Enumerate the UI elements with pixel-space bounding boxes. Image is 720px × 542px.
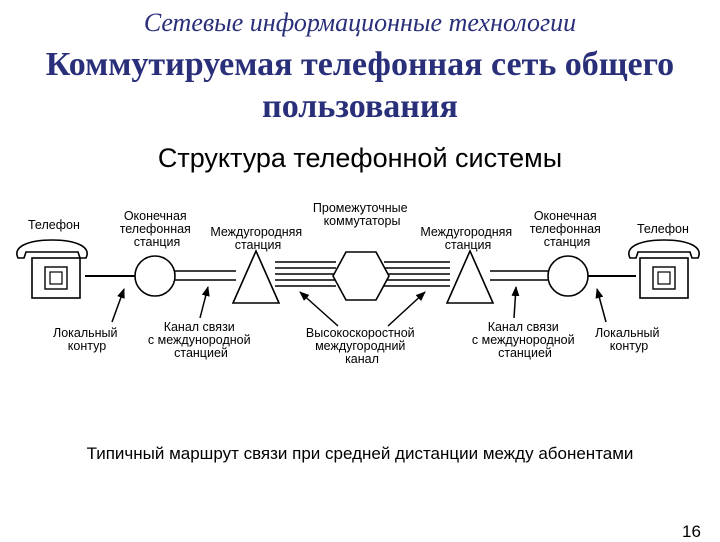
course-title: Сетевые информационные технологии [143,8,577,37]
slide-title-line-1: Коммутируемая телефонная сеть общего [45,46,675,83]
high-bandwidth-trunk-right [384,261,450,287]
page-number: 16 [682,522,701,541]
slide-subtitle: Структура телефонной системы [157,143,563,173]
label-toll-trunk-left: Канал связи с междунородной станцией [148,320,254,360]
label-intermediate-switches: Промежуточные коммутаторы [313,201,411,228]
arrow-high-bandwidth-right [387,291,426,327]
arrow-toll-trunk-right [511,286,520,319]
label-local-loop-left: Локальный контур [53,326,121,353]
label-high-bandwidth-trunk: Высокоскоростной междугородний канал [306,326,418,366]
arrow-toll-trunk-left [199,286,210,319]
arrow-local-loop-left [111,288,125,323]
label-toll-trunk-right: Канал связи с междунородной станцией [472,320,578,360]
toll-office-left-triangle [231,249,281,304]
toll-office-right-triangle [445,249,495,304]
telephone-left-icon [16,239,88,299]
high-bandwidth-trunk-left [275,261,336,287]
arrow-high-bandwidth-left [299,291,339,327]
slide-title: Коммутируемая телефонная сеть общего пол… [0,44,720,128]
diagram-caption: Типичный маршрут связи при средней диста… [86,444,634,463]
label-phone-right: Телефон [637,222,689,236]
label-toll-office-left: Междугородняя станция [210,225,305,252]
end-office-left-circle [134,255,176,297]
label-local-loop-right: Локальный контур [595,326,663,353]
telephone-right-icon [628,239,700,299]
label-toll-office-right: Междугородняя станция [420,225,515,252]
label-end-office-left: Оконечная телефонная станция [120,209,195,249]
intermediate-switch-hexagon [332,251,390,301]
label-end-office-right: Оконечная телефонная станция [530,209,605,249]
label-phone-left: Телефон [28,218,80,232]
slide-title-line-2: пользования [262,88,458,125]
end-office-right-circle [547,255,589,297]
arrow-local-loop-right [595,288,607,323]
